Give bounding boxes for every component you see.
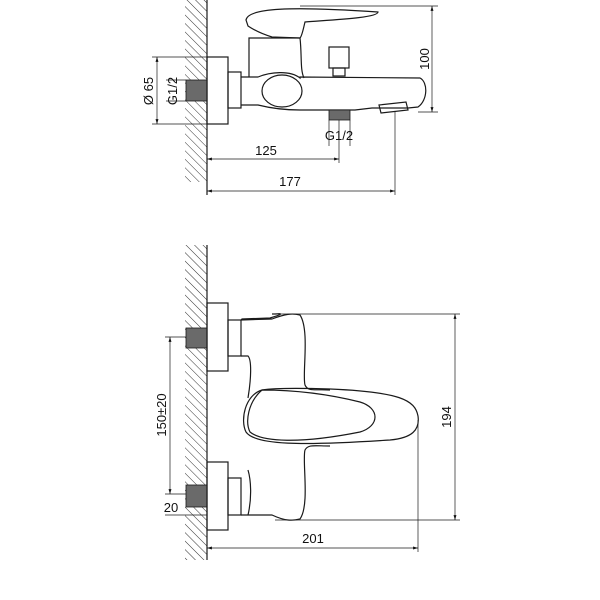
thread-depth-label: 20: [164, 500, 178, 515]
height-label: 194: [439, 406, 454, 428]
outlet-distance-label: 125: [255, 143, 277, 158]
upper-thread: [185, 327, 208, 349]
diverter-knob: [328, 46, 350, 69]
faucet-body: [241, 72, 427, 111]
upper-nut: [227, 319, 242, 357]
wall-hatch: [185, 245, 207, 560]
side-view: Ø 65 G1/2 100 G1/2 125 177: [141, 0, 438, 195]
height-label: 100: [417, 48, 432, 70]
wall-thread-label: G1/2: [165, 77, 180, 105]
wall-thread: [185, 79, 208, 102]
projection-label: 201: [302, 531, 324, 546]
spout-outlet: [378, 101, 409, 114]
lever-handle: [242, 387, 419, 445]
flange: [206, 56, 229, 125]
projection-label: 177: [279, 174, 301, 189]
front-view: 194 201 150±20 20: [154, 245, 460, 560]
diverter-stem: [332, 67, 346, 77]
outlet-thread: [328, 109, 351, 121]
lower-nut: [227, 477, 242, 516]
cartridge-oval: [261, 74, 303, 108]
centers-label: 150±20: [154, 393, 169, 436]
upper-flange: [206, 302, 229, 372]
cartridge-cap: [247, 389, 376, 441]
faucet-body: [240, 313, 331, 521]
nut: [227, 71, 242, 109]
lower-flange: [206, 461, 229, 531]
body-column: [248, 37, 305, 79]
diameter-label: Ø 65: [141, 77, 156, 105]
lower-thread: [185, 484, 208, 508]
lever-handle: [245, 8, 379, 39]
